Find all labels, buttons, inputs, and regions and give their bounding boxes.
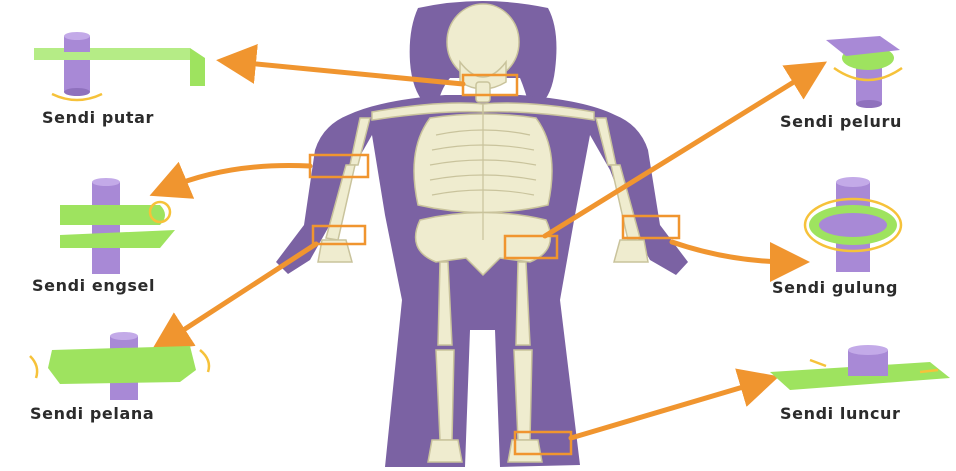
- saddle-joint-icon: [30, 332, 209, 400]
- ball-socket-joint-icon: [826, 36, 902, 108]
- label-sendi-putar: Sendi putar: [42, 108, 154, 127]
- arrow-to-condyloid: [672, 242, 790, 262]
- arrow-to-hinge: [168, 165, 310, 188]
- arrow-to-saddle: [168, 244, 316, 340]
- label-sendi-luncur: Sendi luncur: [780, 404, 901, 423]
- label-sendi-gulung: Sendi gulung: [772, 278, 898, 297]
- condyloid-joint-icon: [805, 177, 901, 272]
- label-sendi-engsel: Sendi engsel: [32, 276, 155, 295]
- pivot-joint-icon: [34, 32, 205, 100]
- gliding-joint-icon: [770, 345, 950, 390]
- hinge-joint-icon: [60, 178, 175, 274]
- label-sendi-pelana: Sendi pelana: [30, 404, 154, 423]
- label-sendi-peluru: Sendi peluru: [780, 112, 902, 131]
- arrow-to-gliding: [571, 382, 760, 438]
